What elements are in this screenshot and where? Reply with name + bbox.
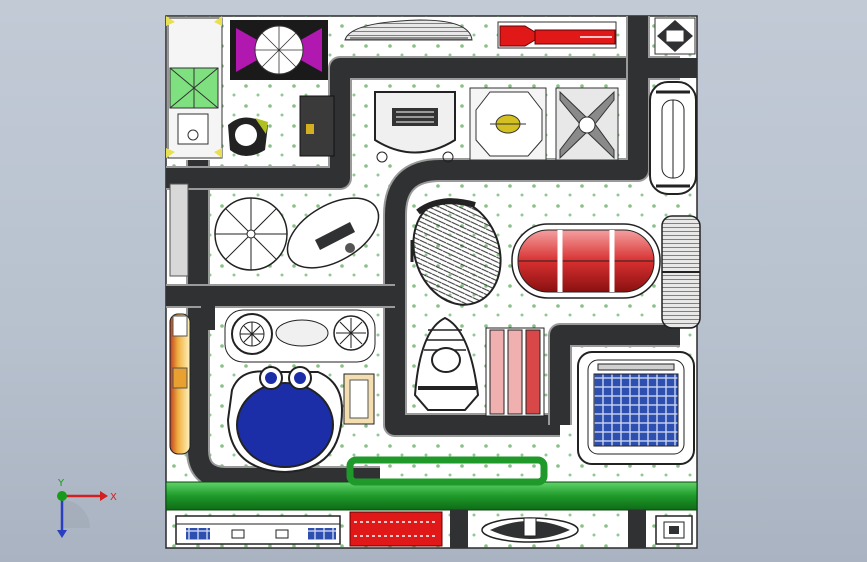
ring-monument xyxy=(228,117,268,156)
arch-stadium xyxy=(413,316,480,411)
fan-cluster xyxy=(224,309,376,363)
west-gradient-wall xyxy=(169,313,191,455)
solar-hall xyxy=(577,351,695,465)
corrugated-shed xyxy=(344,19,473,41)
dark-substation xyxy=(299,95,335,157)
south-road-east xyxy=(628,510,646,548)
west-bench xyxy=(169,183,189,277)
x-cross-block xyxy=(555,87,619,161)
ne-kiosk xyxy=(654,17,696,55)
magenta-pavilion xyxy=(230,20,328,80)
blue-pool xyxy=(226,366,344,474)
east-ribbed-tank xyxy=(661,215,701,329)
red-tank xyxy=(497,21,617,49)
y-axis-dot xyxy=(57,491,67,501)
arch-machine-hall xyxy=(370,88,460,163)
x-axis-label: X xyxy=(110,492,117,503)
green-pipeline xyxy=(165,481,698,511)
green-pipe-loop xyxy=(346,456,548,486)
south-road-west xyxy=(450,510,468,548)
x-arrow-head xyxy=(100,491,108,501)
pink-striped-block xyxy=(485,327,545,417)
south-oval-dock xyxy=(481,517,579,543)
oval-garden xyxy=(286,197,380,269)
road-network xyxy=(166,16,697,490)
axis-triad: X Y xyxy=(57,478,117,538)
south-long-building xyxy=(175,515,341,545)
z-arrow-head xyxy=(57,530,67,538)
red-train-unit xyxy=(349,511,443,547)
octagon-plaza xyxy=(469,87,547,161)
radial-pavilion xyxy=(214,197,288,271)
east-capsule-hall xyxy=(649,81,697,195)
tan-kiosk xyxy=(343,373,375,425)
se-gatehouse xyxy=(655,515,693,545)
striped-dome xyxy=(410,198,502,306)
red-capsule-hall xyxy=(511,223,661,299)
y-axis-label: Y xyxy=(57,478,65,489)
entry-gate-structure xyxy=(166,16,223,159)
